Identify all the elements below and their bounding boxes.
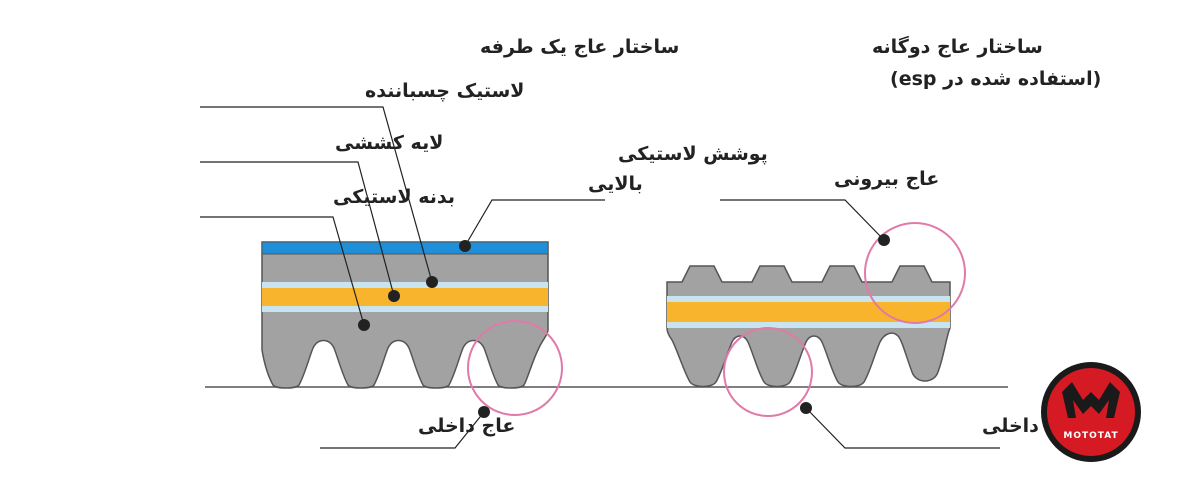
- logo-m-emblem-icon: [1062, 382, 1120, 418]
- double-cushion-bottom: [667, 322, 950, 328]
- tension-layer-dot: [388, 290, 400, 302]
- left-inner-cog-leader: [320, 411, 485, 449]
- outer-cog-highlight-circle: [864, 222, 966, 324]
- single-sided-title: ساختار عاج یک طرفه: [480, 36, 679, 58]
- logo-inner-disc: [1047, 368, 1135, 456]
- double-sided-title-line1: ساختار عاج دوگانه: [872, 35, 1043, 58]
- top-cover-label-line1: پوشش لاستیکی: [618, 143, 768, 165]
- single-cushion-top: [262, 282, 548, 288]
- adhesive-rubber-label: لاستیک چسباننده: [365, 80, 524, 102]
- tension-layer-leader: [200, 161, 395, 297]
- leader-dots: [358, 234, 890, 418]
- inner-cog-left-label: عاج داخلی: [418, 415, 515, 437]
- rubber-body-label: بدنه لاستیکی: [333, 186, 455, 208]
- double-sided-title-line2: (استفاده شده در esp): [890, 68, 1101, 90]
- rubber-body-leader: [200, 216, 365, 326]
- leader-lines: [200, 106, 1000, 449]
- rubber-body-dot: [358, 319, 370, 331]
- mototat-logo: MOTOTAT: [1041, 362, 1141, 462]
- single-sided-belt: [261, 241, 549, 389]
- single-belt-body: [261, 241, 549, 389]
- outer-cog-dot: [878, 234, 890, 246]
- single-tension-layer: [262, 288, 548, 306]
- single-cushion-bottom: [262, 306, 548, 312]
- right-inner-cog-dot: [800, 402, 812, 414]
- top-cover-dot: [459, 240, 471, 252]
- right-inner-cog-leader: [805, 407, 1000, 449]
- outer-cog-leader: [720, 199, 885, 241]
- logo-text: MOTOTAT: [1063, 431, 1118, 441]
- double-sided-belt: [666, 265, 951, 388]
- right-inner-cog-highlight-circle: [723, 327, 813, 417]
- outer-cog-label: عاج بیرونی: [834, 168, 939, 190]
- adhesive-rubber-dot: [426, 276, 438, 288]
- adhesive-rubber-leader: [200, 106, 433, 283]
- double-tension-layer: [667, 302, 950, 322]
- tension-layer-label: لایه کششی: [335, 132, 443, 154]
- single-top-cover-layer: [261, 241, 549, 255]
- double-cushion-top: [667, 296, 950, 302]
- left-inner-cog-dot: [478, 406, 490, 418]
- left-inner-cog-highlight-circle: [467, 320, 563, 416]
- top-cover-label-line2: بالایی: [588, 173, 643, 195]
- top-cover-leader: [464, 199, 605, 247]
